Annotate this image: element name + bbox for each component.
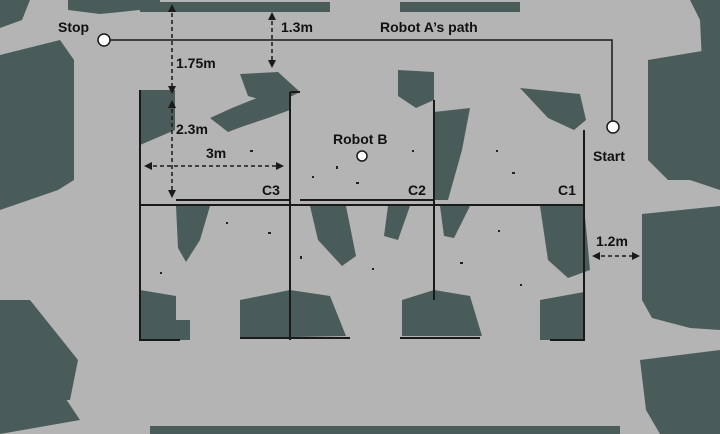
robot-b-label: Robot B bbox=[333, 131, 387, 147]
dimension-3m-label: 3m bbox=[206, 145, 226, 161]
robot-a-path-label: Robot A’s path bbox=[380, 19, 478, 35]
dimension-2-3m-label: 2.3m bbox=[176, 121, 208, 137]
interior-obstacles bbox=[140, 70, 590, 340]
dimension-1-75m-label: 1.75m bbox=[176, 55, 216, 71]
dimension-1-2m-label: 1.2m bbox=[596, 233, 628, 249]
start-waypoint bbox=[606, 120, 620, 134]
start-label: Start bbox=[593, 148, 625, 164]
stop-label: Stop bbox=[58, 19, 89, 35]
walls bbox=[139, 90, 585, 341]
sensor-noise bbox=[160, 150, 522, 286]
dimension-1-3m-label: 1.3m bbox=[281, 19, 313, 35]
dimension-arrows bbox=[146, 6, 638, 257]
c1-label: C1 bbox=[558, 182, 576, 198]
robot-b-marker bbox=[356, 150, 368, 162]
c2-label: C2 bbox=[408, 182, 426, 198]
c3-label: C3 bbox=[262, 182, 280, 198]
stop-waypoint bbox=[97, 33, 111, 47]
robot-a-path-line bbox=[104, 39, 613, 126]
arrowheads bbox=[144, 4, 640, 260]
